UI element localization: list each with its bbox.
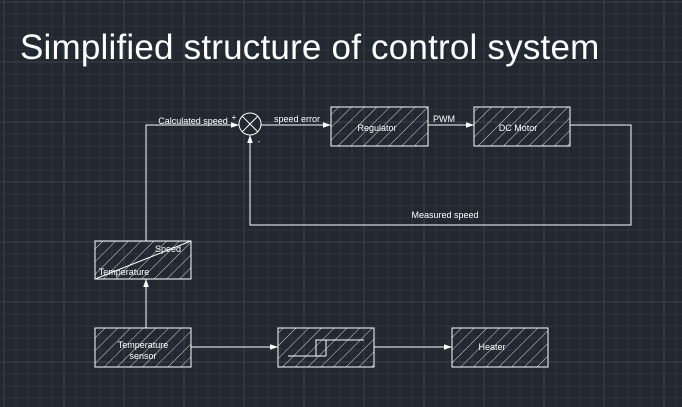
summing-junction: + - [232,112,262,146]
heater-label: Heater [478,342,505,352]
pwm-label: PWM [433,114,455,124]
page-title: Simplified structure of control system [20,28,600,67]
hysteresis-relay-icon [288,339,364,357]
speed-temperature-block: Speed Temperature [94,240,192,280]
dc-motor-label: DC Motor [499,123,538,133]
temperature-label: Temperature [99,267,150,277]
regulator-label: Regulator [357,123,396,133]
temperature-sensor-label-line2: sensor [129,351,156,361]
regulator-block: Regulator [330,106,429,147]
calculated-speed-label: Calculated speed [158,116,228,126]
temperature-sensor-label-line1: Temperature [118,340,169,350]
calculated-speed-arrow [145,122,239,241]
block-divider [94,240,192,280]
plus-sign: + [232,113,237,122]
relay-block [277,327,375,368]
connections [143,122,632,350]
speed-label: Speed [155,244,181,254]
measured-speed-label: Measured speed [411,210,478,220]
dc-motor-block: DC Motor [473,106,571,147]
temperature-sensor-block: Temperature sensor [94,327,192,368]
speed-error-label: speed error [274,114,320,124]
heater-block: Heater [451,327,549,368]
minus-sign: - [258,137,261,146]
measured-speed-feedback-arrow [247,124,632,226]
